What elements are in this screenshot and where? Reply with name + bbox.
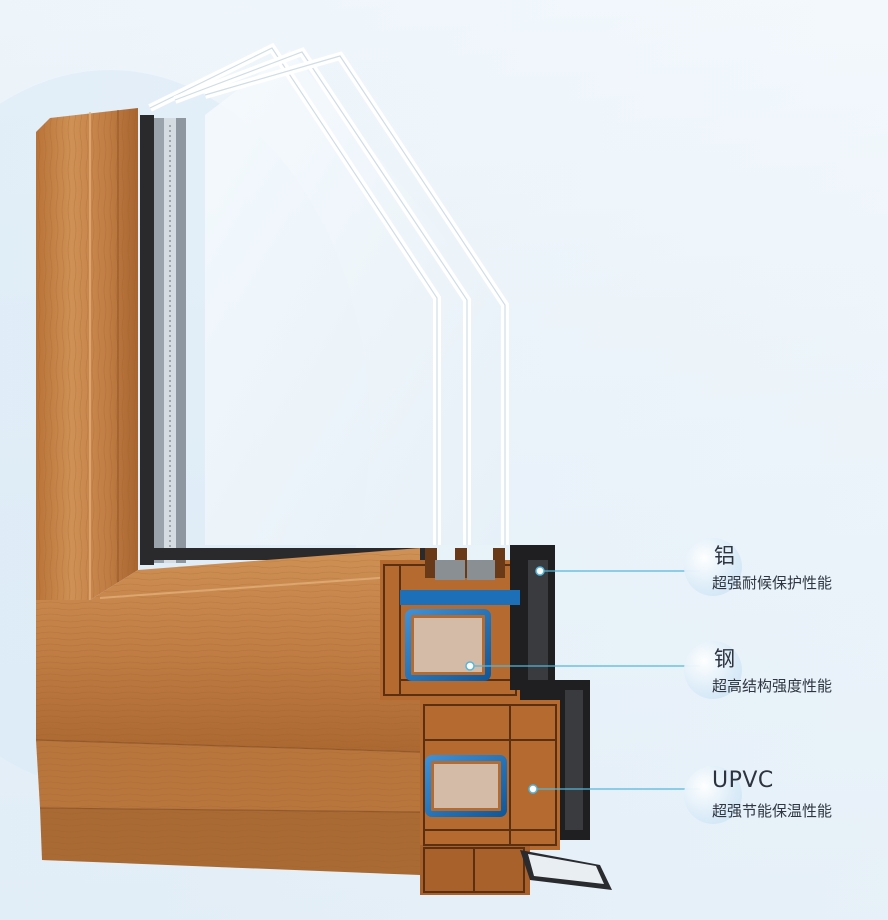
- wood-frame-vertical: [36, 108, 138, 600]
- wood-frame-horizontal: [35, 548, 421, 875]
- aluminum-cladding: [510, 545, 612, 890]
- glass-panes: [148, 42, 509, 545]
- leader-dot-aluminum: [535, 566, 545, 576]
- callout-steel: 钢 超高结构强度性能: [684, 641, 884, 711]
- leader-dot-steel: [465, 661, 475, 671]
- callout-title-upvc: UPVC: [712, 768, 774, 793]
- callout-desc-upvc: 超强节能保温性能: [712, 802, 833, 820]
- callout-aluminum: 铝 超强耐候保护性能: [684, 538, 884, 608]
- callout-upvc: UPVC 超强节能保温性能: [684, 766, 884, 836]
- callout-bubble: [684, 766, 742, 824]
- leader-lines: [470, 570, 700, 790]
- leader-dot-upvc: [528, 784, 538, 794]
- callout-bubble: [684, 641, 742, 699]
- callout-title-steel: 钢: [714, 647, 735, 671]
- callout-desc-steel: 超高结构强度性能: [712, 677, 833, 695]
- callout-title-aluminum: 铝: [714, 544, 735, 568]
- callout-desc-aluminum: 超强耐候保护性能: [712, 574, 833, 592]
- callout-bubble: [684, 538, 742, 596]
